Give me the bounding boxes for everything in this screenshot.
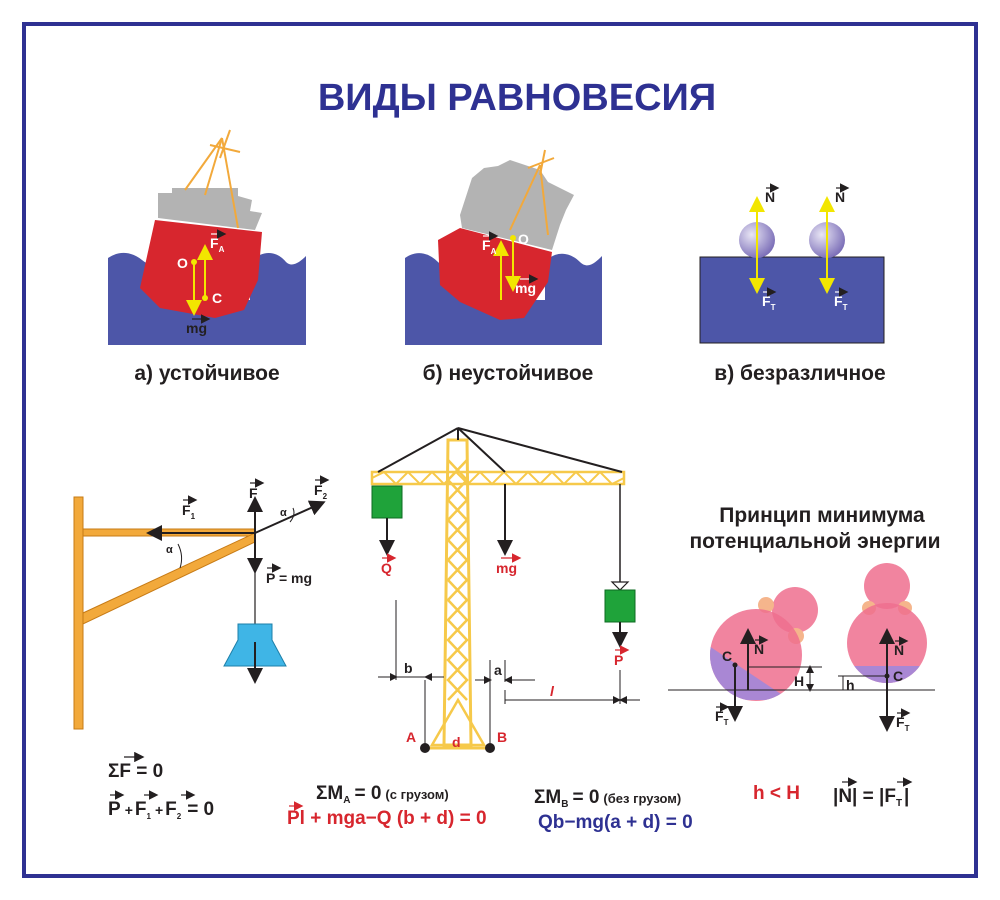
eq-h-less-h: h < H [753,783,800,804]
crane-equations: ΣMA= 0(с грузом) Pl + mga−Q (b + d) = 0 … [287,783,693,833]
label-o-unstable: O [518,231,529,247]
support-a [420,743,430,753]
label-q: Q [381,560,392,576]
stable-ship-illustration: O C FA mg [108,129,306,345]
caption-indifferent: в) безразличное [714,362,885,385]
label-n-toy-left: N [754,641,764,657]
unstable-ship-illustration: FA O mg [405,149,602,345]
label-big-h: H [794,673,804,689]
caption-stable: а) устойчивое [134,362,279,385]
label-ft-toy-right: FТ [896,714,910,733]
label-fa-unstable: FA [482,237,497,256]
label-ft-left: FТ [762,293,776,312]
eq-sum-mb: ΣMB= 0(без грузом) [534,787,681,810]
label-mg-unstable: mg [515,280,536,296]
label-p-crane: P [614,652,623,668]
principle-title-line2: потенциальной энергии [690,530,941,553]
eq-vector-sum: P+F1+F2= 0 [108,799,214,821]
indifferent-balls-illustration: N N FТ FТ [699,183,885,344]
principle-title-line1: Принцип минимума [719,504,925,527]
support-b [485,743,495,753]
label-n-left: N [765,189,775,205]
label-c-left: C [722,648,732,664]
label-n-right: N [835,189,845,205]
label-fa: FA [210,235,225,254]
label-mg: mg [186,320,207,336]
bracket-equations: ΣF = 0 P+F1+F2= 0 [108,751,214,821]
ship-deck-unstable [460,160,574,250]
label-a: a [494,662,502,678]
table-block [699,256,885,344]
crane-load [604,589,636,623]
label-mg-crane: mg [496,560,517,576]
toy-left-illustration: C N FТ [710,587,818,727]
ship-hull [140,220,262,318]
label-alpha-right: α [280,507,287,519]
crane-illustration: Q mg P b a l A B d [370,427,640,753]
page-title: ВИДЫ РАВНОВЕСИЯ [318,77,716,119]
label-d: d [452,734,461,750]
label-ft-right: FТ [834,293,848,312]
label-ft-toy-left: FТ [715,708,729,727]
caption-unstable: б) неустойчивое [423,362,594,385]
label-c-right: C [893,668,903,684]
eq-moment-b: Qb−mg(a + d) = 0 [538,812,693,833]
label-f2: F2 [314,482,328,501]
wall-post [73,496,84,730]
label-support-b: B [497,729,507,745]
eq-sum-f: ΣF = 0 [108,761,163,782]
label-f: F [249,485,258,501]
label-p-mg: P = mg [266,570,312,586]
eq-moment-a: Pl + mga−Q (b + d) = 0 [287,808,487,829]
label-b: b [404,660,413,676]
label-n-toy-right: N [894,642,904,658]
eq-abs-n-ft: |N| = |FТ| [833,786,909,809]
label-l: l [550,683,555,699]
label-f1: F1 [182,502,196,521]
eq-sum-ma: ΣMA= 0(с грузом) [316,783,449,806]
counterweight [371,485,403,519]
label-o: O [177,255,188,271]
label-c: C [212,290,222,306]
label-support-a: A [406,729,416,745]
label-small-h: h [846,677,855,693]
ship-hull-unstable [438,228,552,320]
label-alpha-left: α [166,544,173,556]
poster-frame [22,22,978,878]
bracket-illustration: α α F1 F F2 P = mg [73,475,330,730]
